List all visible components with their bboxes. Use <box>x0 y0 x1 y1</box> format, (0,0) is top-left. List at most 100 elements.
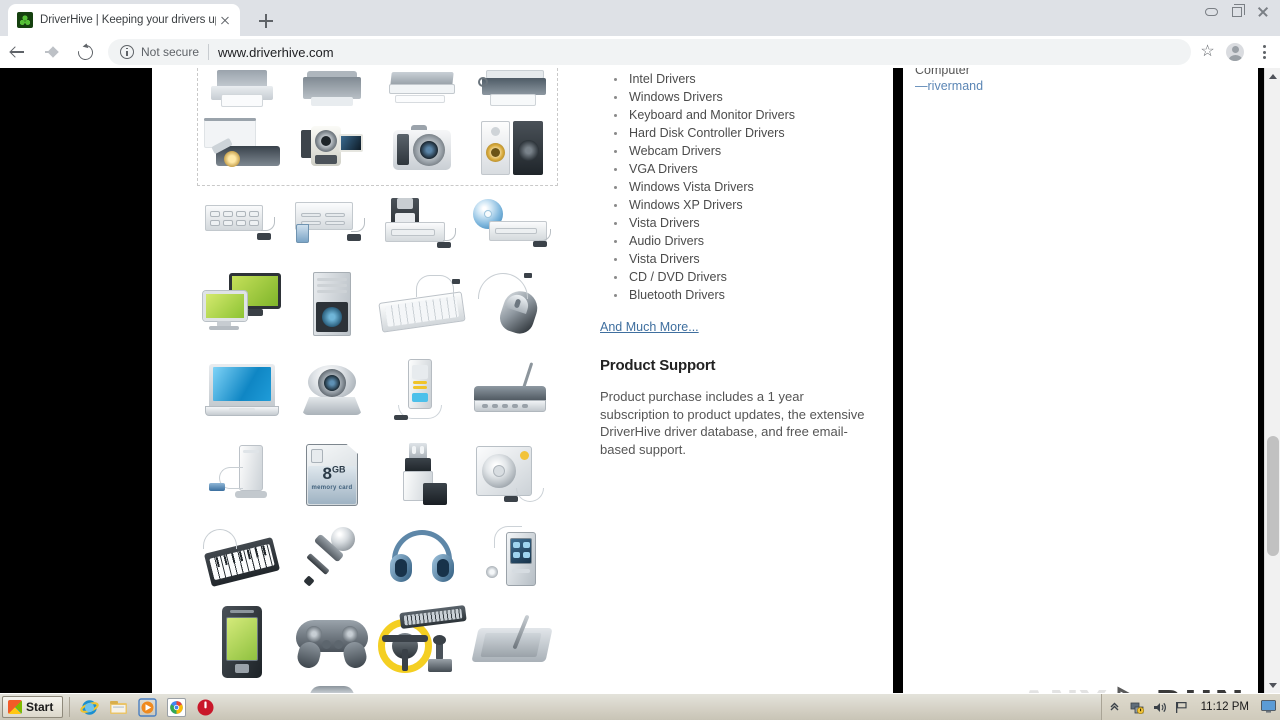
card-reader-icon <box>287 186 377 260</box>
testimonial-block: Computer —rivermand <box>915 68 1115 94</box>
page-content-right: Computer —rivermand <box>903 68 1258 693</box>
racing-wheel-icon <box>377 600 467 684</box>
icon-row <box>197 186 557 260</box>
list-item[interactable]: Windows Drivers <box>600 88 890 106</box>
internet-explorer-icon[interactable] <box>80 698 100 717</box>
list-item[interactable]: Bluetooth Drivers <box>600 286 890 304</box>
show-desktop-icon[interactable] <box>1261 699 1276 715</box>
smartphone-icon <box>197 600 287 684</box>
monitors-icon <box>197 260 287 348</box>
close-icon[interactable] <box>1250 0 1276 24</box>
inkjet-printer-icon <box>197 68 287 110</box>
digital-camera-icon <box>377 110 467 186</box>
mp3-player-icon <box>467 516 557 600</box>
shutdown-icon[interactable] <box>196 698 215 717</box>
sd-card-capacity: 8GB <box>322 464 346 483</box>
plus-icon[interactable] <box>252 7 280 35</box>
volume-icon[interactable] <box>1152 700 1167 715</box>
product-support-text: Product purchase includes a 1 year subsc… <box>600 389 865 457</box>
cd-dvd-drive-icon <box>467 186 557 260</box>
usb-external-drive-icon <box>197 434 287 516</box>
info-circle-icon[interactable] <box>120 45 134 59</box>
usb-flash-drive-icon <box>377 434 467 516</box>
keyboard-icon <box>377 260 467 348</box>
list-item[interactable]: Intel Drivers <box>600 70 890 88</box>
multifunction-printer-icon <box>467 68 557 110</box>
address-bar[interactable]: Not secure www.driverhive.com <box>108 39 1191 65</box>
minimize-icon[interactable] <box>1198 0 1224 24</box>
clipped-device-icon <box>377 684 467 693</box>
mouse-icon <box>467 260 557 348</box>
avatar-icon[interactable] <box>1226 43 1244 61</box>
graphics-tablet-icon <box>467 600 557 684</box>
url-text: www.driverhive.com <box>218 44 334 60</box>
list-item[interactable]: CD / DVD Drivers <box>600 268 890 286</box>
camcorder-icon <box>287 110 377 186</box>
icon-grid-dashed-border <box>197 68 558 186</box>
list-item[interactable]: Windows XP Drivers <box>600 196 890 214</box>
list-item[interactable]: Audio Drivers <box>600 232 890 250</box>
testimonial-author[interactable]: —rivermand <box>915 79 984 93</box>
reload-icon[interactable] <box>68 36 102 68</box>
scroll-up-arrow-icon[interactable] <box>1265 68 1280 84</box>
wireless-router-icon <box>467 348 557 434</box>
page-viewport: 8GB memory card <box>0 68 1280 693</box>
icon-row: 8GB memory card <box>197 434 557 516</box>
external-hard-drive-icon <box>467 434 557 516</box>
driver-category-list: Intel Drivers Windows Drivers Keyboard a… <box>600 70 890 304</box>
scroll-down-arrow-icon[interactable] <box>1265 677 1280 693</box>
tab-title: DriverHive | Keeping your drivers up <box>40 14 216 26</box>
browser-tab[interactable]: DriverHive | Keeping your drivers up <box>8 4 240 36</box>
system-tray: 11:12 PM <box>1100 693 1280 720</box>
list-item[interactable]: Vista Drivers <box>600 214 890 232</box>
icon-row <box>197 516 557 600</box>
clipped-device-icon <box>197 684 287 693</box>
list-item[interactable]: Windows Vista Drivers <box>600 178 890 196</box>
flag-security-icon[interactable] <box>1174 700 1189 715</box>
scroll-thumb[interactable] <box>1267 436 1279 556</box>
chrome-icon[interactable] <box>167 697 187 717</box>
back-arrow-icon[interactable] <box>0 36 34 68</box>
gamepad-icon <box>287 600 377 684</box>
start-label: Start <box>26 700 54 714</box>
kebab-menu-icon[interactable] <box>1256 43 1272 61</box>
list-item[interactable]: Vista Drivers <box>600 250 890 268</box>
close-icon[interactable] <box>216 11 234 29</box>
usb-hub-icon <box>197 186 287 260</box>
sd-card-sublabel: memory card <box>311 485 353 491</box>
floppy-drive-icon <box>377 186 467 260</box>
network-warning-icon[interactable] <box>1130 700 1145 715</box>
media-player-icon[interactable] <box>138 697 158 717</box>
page-scrollbar[interactable] <box>1264 68 1280 693</box>
restore-icon[interactable] <box>1224 0 1250 24</box>
projector-icon <box>197 110 287 186</box>
taskbar-divider <box>69 697 71 717</box>
driverhive-favicon <box>17 12 33 28</box>
list-item[interactable]: Hard Disk Controller Drivers <box>600 124 890 142</box>
list-item[interactable]: VGA Drivers <box>600 160 890 178</box>
icon-row <box>197 260 557 348</box>
list-item[interactable]: Webcam Drivers <box>600 142 890 160</box>
microphone-icon <box>287 516 377 600</box>
omnibox-divider <box>208 44 210 60</box>
window-controls <box>1198 0 1276 24</box>
start-button[interactable]: Start <box>2 696 64 718</box>
clipped-device-icon <box>467 684 557 693</box>
star-icon[interactable]: ☆ <box>1200 42 1215 60</box>
and-much-more-link[interactable]: And Much More... <box>600 320 699 334</box>
browser-toolbar: Not secure www.driverhive.com ☆ <box>0 36 1280 68</box>
file-explorer-icon[interactable] <box>109 698 128 717</box>
security-label: Not secure <box>141 45 200 59</box>
sd-memory-card-icon: 8GB memory card <box>287 434 377 516</box>
forward-arrow-icon[interactable] <box>34 36 68 68</box>
show-hidden-icons-chevron[interactable] <box>1108 700 1123 715</box>
icon-row-clipped <box>197 684 557 693</box>
laser-printer-icon <box>287 68 377 110</box>
browser-tab-strip: DriverHive | Keeping your drivers up <box>0 0 1280 36</box>
taskbar-clock[interactable]: 11:12 PM <box>1200 701 1249 713</box>
laptop-icon <box>197 348 287 434</box>
flatbed-scanner-icon <box>377 68 467 110</box>
page-content-left: 8GB memory card <box>152 68 893 693</box>
list-item[interactable]: Keyboard and Monitor Drivers <box>600 106 890 124</box>
